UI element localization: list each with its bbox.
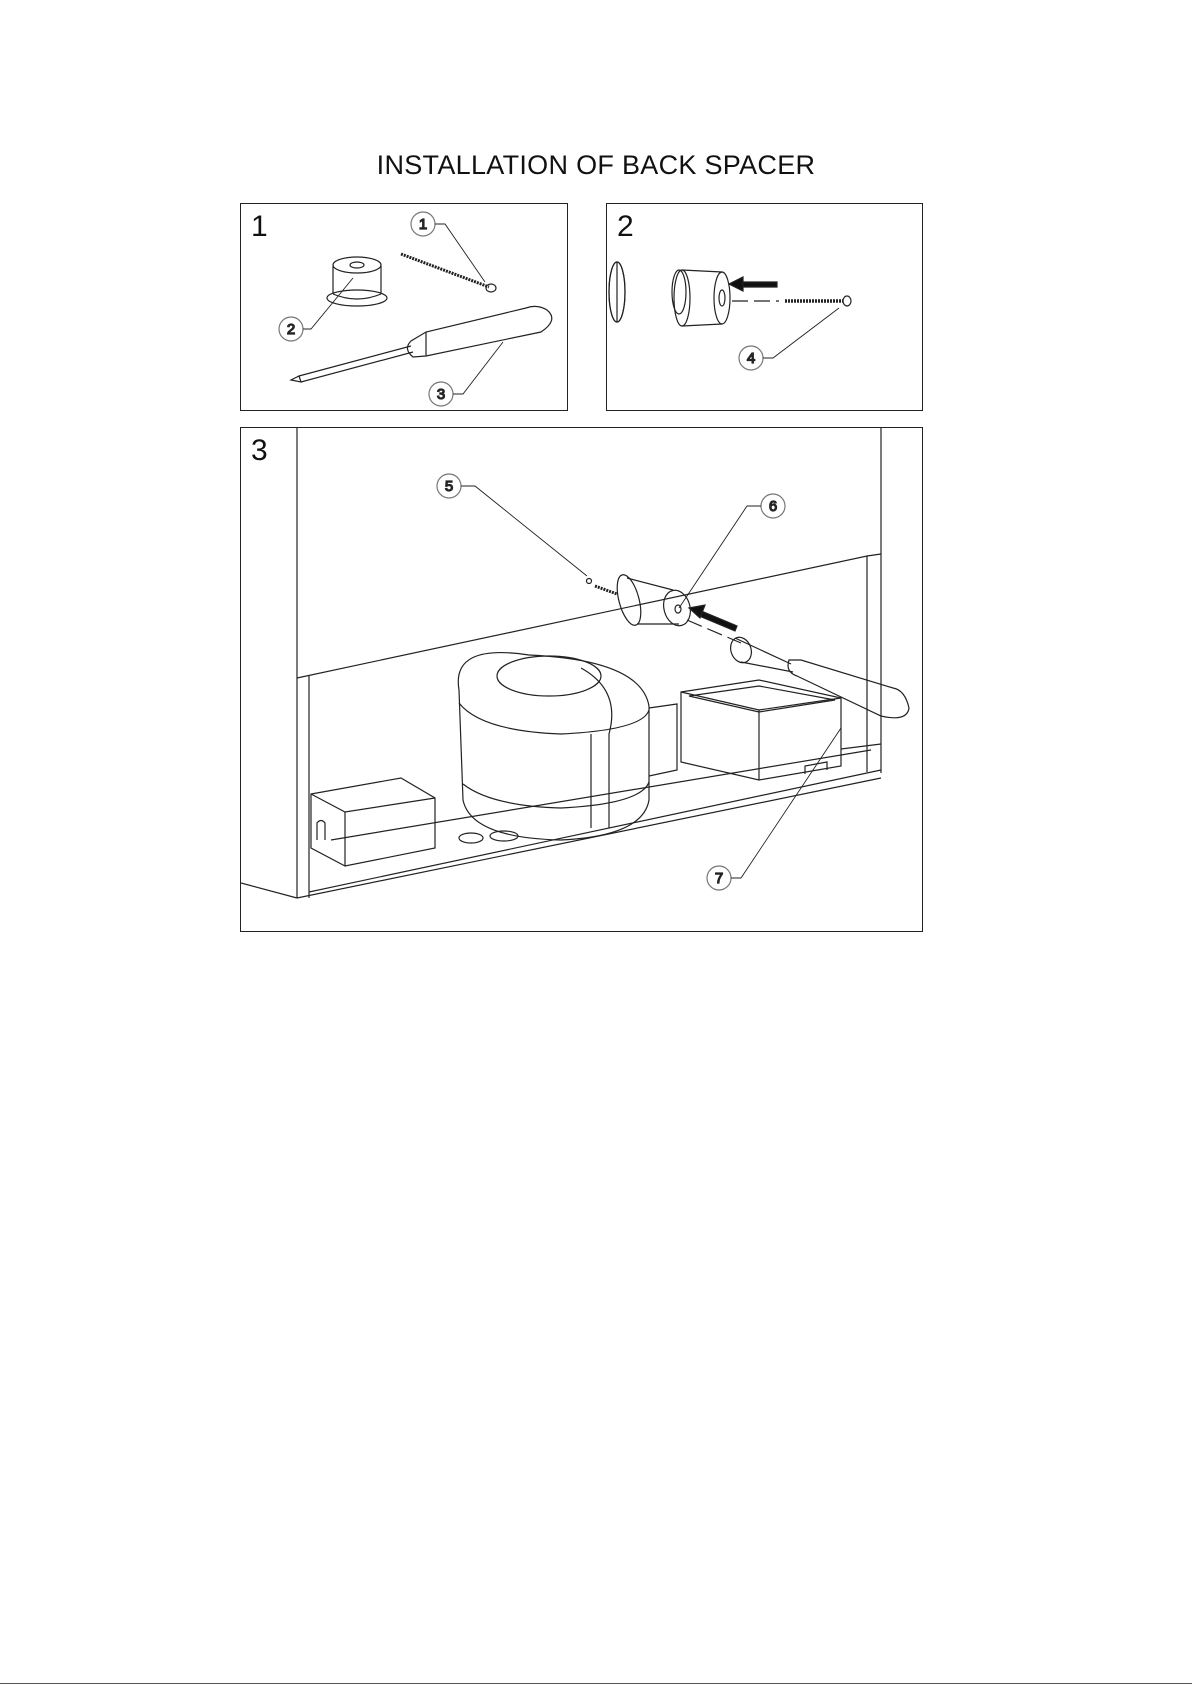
page-bottom-rule — [0, 1683, 1192, 1684]
step-2-illustration: 4 — [607, 204, 923, 411]
arrow-icon — [729, 277, 777, 291]
step-number: 1 — [251, 210, 268, 244]
callout-label-1: 1 — [419, 216, 427, 233]
screw-part — [732, 296, 851, 306]
arrow-icon — [687, 605, 741, 643]
cabinet-frame — [241, 428, 881, 898]
step-3-panel: 5 6 7 3 — [240, 427, 923, 932]
callout-label-5: 5 — [445, 478, 453, 495]
screwdriver-part — [727, 634, 909, 717]
step-1-illustration: 1 2 3 — [241, 204, 568, 411]
callout-label-2: 2 — [287, 321, 295, 338]
step-3-illustration: 5 6 7 — [241, 428, 923, 932]
step-1-panel: 1 2 3 1 — [240, 203, 568, 411]
compressor — [458, 653, 677, 843]
electrical-box — [311, 778, 435, 866]
callout-label-3: 3 — [437, 386, 445, 403]
callout-label-6: 6 — [769, 498, 777, 515]
callout-label-7: 7 — [715, 870, 723, 887]
screw-part — [587, 579, 618, 595]
screwdriver-part — [291, 306, 552, 382]
step-number: 3 — [251, 434, 268, 468]
screw-part — [401, 254, 496, 292]
step-2-panel: 4 2 — [606, 203, 923, 411]
callout-7 — [707, 728, 841, 890]
spacer-part — [613, 572, 695, 628]
storage-box — [681, 680, 841, 780]
diagram-title: INSTALLATION OF BACK SPACER — [0, 150, 1192, 181]
callout-label-4: 4 — [747, 350, 755, 367]
step-number: 2 — [617, 210, 634, 244]
spacer-body — [674, 270, 730, 326]
callout-5 — [437, 474, 587, 576]
